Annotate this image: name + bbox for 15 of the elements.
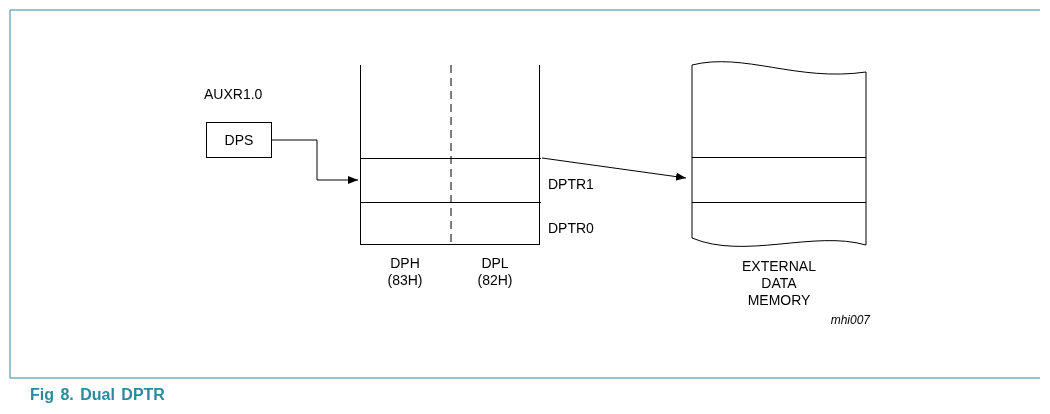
register-bit-box [206,122,272,158]
register-bit-label: DPS [224,132,254,148]
row-label: DPTR1 [548,176,595,193]
register-stack [360,65,540,245]
byte-label: DPL (82H) [476,255,514,289]
arrow [541,157,687,181]
figure-caption: Fig 8. Dual DPTR [30,386,165,403]
arrow [271,139,359,184]
register-row [692,157,866,203]
byte-label: DPH (83H) [386,255,424,289]
register-name: AUXR1.0 [204,86,264,103]
row-label: DPTR0 [548,220,595,237]
figure-id: mhi007 [829,312,870,329]
memory-block [692,60,866,250]
memory-label: EXTERNAL DATA MEMORY [741,258,817,309]
